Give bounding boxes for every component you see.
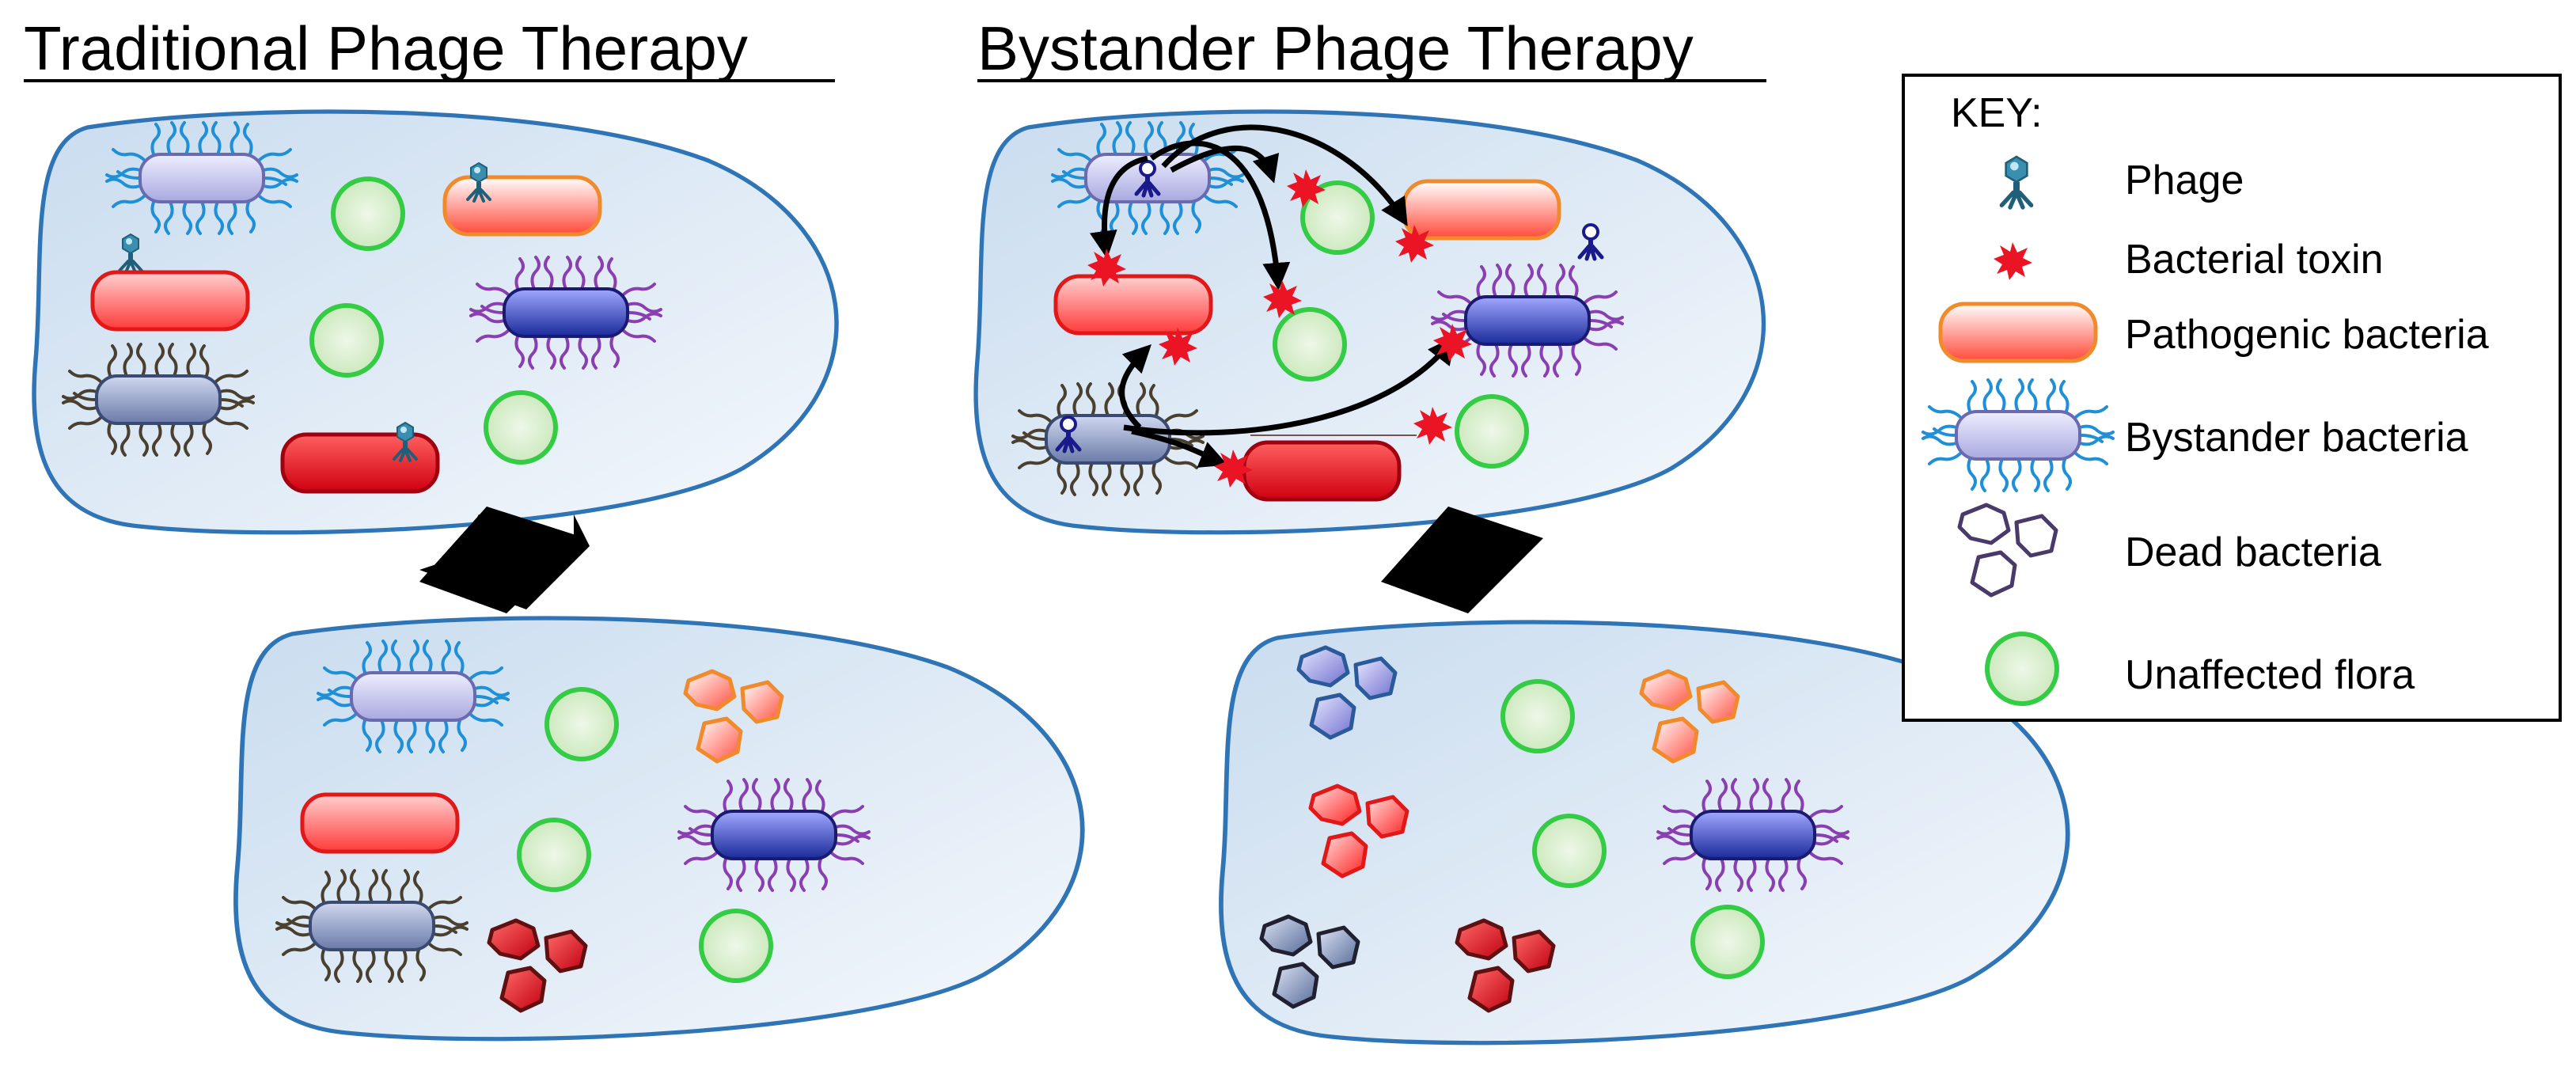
transition-arrow-traditional — [419, 507, 590, 613]
pathogenic-bacteria-icon — [1941, 304, 2096, 361]
pathogenic-bacteria-phage-attached — [445, 177, 600, 234]
unaffected-flora-icon — [1987, 634, 2057, 704]
legend-heading: KEY: — [1951, 90, 2043, 136]
unaffected-flora — [486, 393, 556, 462]
unaffected-flora — [701, 911, 771, 981]
title-bystander-group: Bystander Phage Therapy — [977, 13, 1766, 83]
legend-label-phage: Phage — [2125, 157, 2244, 203]
title-traditional: Traditional Phage Therapy — [24, 13, 748, 83]
pathogenic-bacteria — [1056, 276, 1211, 333]
legend-box — [1902, 74, 2562, 722]
legend-label-pathogenic: Pathogenic bacteria — [2125, 312, 2489, 358]
legend-label-flora: Unaffected flora — [2125, 652, 2415, 698]
unaffected-flora — [1503, 681, 1573, 751]
pathogenic-bacteria — [1404, 181, 1559, 238]
pathogenic-bacteria — [93, 272, 248, 329]
pathogenic-bacteria — [1244, 442, 1399, 499]
unaffected-flora — [1275, 309, 1345, 379]
legend-key: KEY: Phage Bacterial toxin Pathogenic ba… — [1902, 74, 2562, 722]
panel-bystander-before-contents — [1013, 123, 1622, 499]
unaffected-flora — [1535, 816, 1604, 886]
pathogenic-bacteria-phage-attached — [283, 435, 438, 491]
toxin-arrows — [1089, 124, 1456, 468]
unaffected-flora — [1457, 397, 1527, 466]
title-bystander: Bystander Phage Therapy — [977, 13, 1694, 83]
legend-label-dead: Dead bacteria — [2125, 529, 2381, 575]
transition-arrow-bystander — [1381, 507, 1543, 613]
unaffected-flora — [312, 306, 381, 375]
unaffected-flora — [519, 820, 589, 890]
pathogenic-bacteria — [302, 795, 457, 852]
legend-label-bystander: Bystander bacteria — [2125, 415, 2468, 461]
legend-label-toxin: Bacterial toxin — [2125, 237, 2384, 283]
unaffected-flora — [547, 689, 616, 759]
unaffected-flora — [333, 179, 403, 249]
unaffected-flora — [1693, 907, 1762, 977]
title-traditional-group: Traditional Phage Therapy — [24, 13, 835, 83]
